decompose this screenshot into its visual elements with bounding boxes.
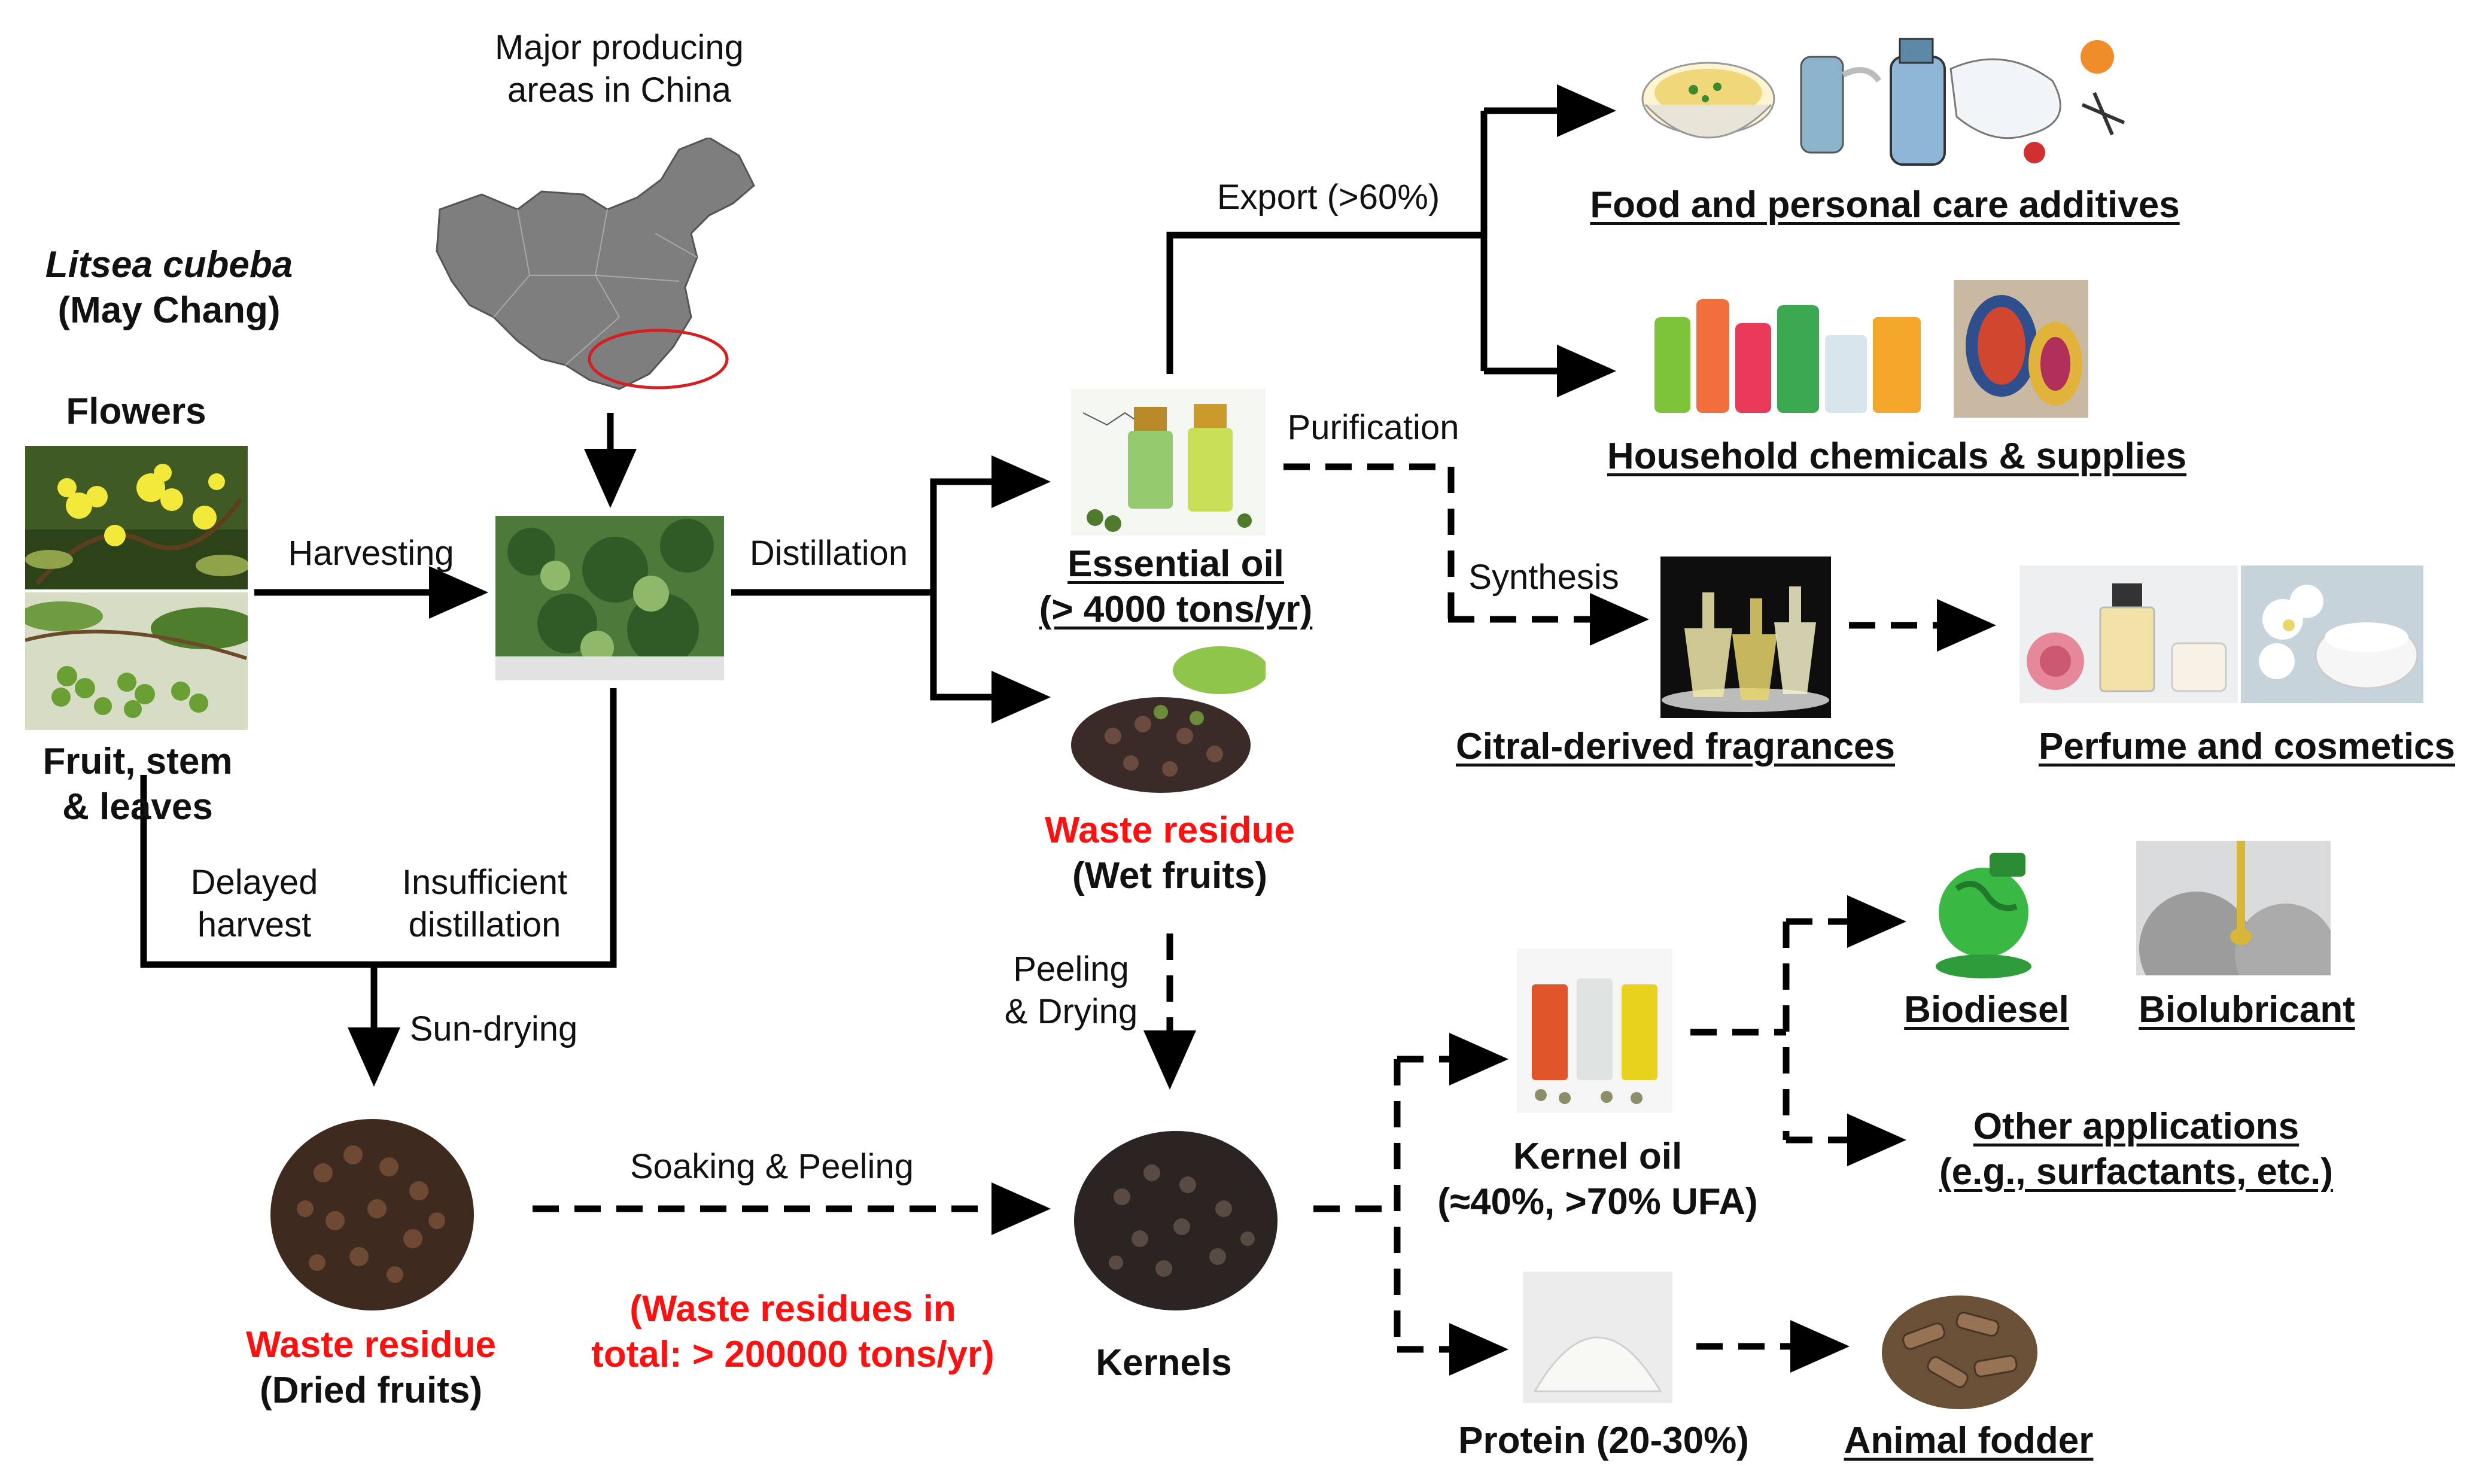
scented-sachets-photo xyxy=(1954,280,2088,418)
line-fruit-to-dried xyxy=(140,688,617,968)
fruit-stem-leaves-label: Fruit, stem & leaves xyxy=(42,741,233,828)
biolubricant-label: Biolubricant xyxy=(2139,989,2355,1030)
citral-fragrances-label: Citral-derived fragrances xyxy=(1456,726,1895,767)
step-delayed-harvest: Delayed harvest xyxy=(190,863,318,944)
citral-fragrances-photo xyxy=(1660,556,1831,718)
kernels-label: Kernels xyxy=(1096,1342,1232,1383)
insect-repellent-illustration xyxy=(1885,33,2136,171)
step-insufficient-distillation: Insufficient distillation xyxy=(402,863,568,944)
step-soaking-peeling: Soaking & Peeling xyxy=(630,1147,914,1186)
cosmetics-photo xyxy=(2241,565,2423,703)
plant-common-name: (May Chang) xyxy=(57,289,281,331)
waste-residue-wet-label: Waste residue (Wet fruits) xyxy=(1044,810,1295,896)
kernel-oil-photo xyxy=(1517,948,1672,1113)
household-chemicals-label: Household chemicals & supplies xyxy=(1607,436,2187,477)
china-map xyxy=(428,138,763,407)
arrow-distill-to-wet xyxy=(930,592,1051,723)
step-harvesting: Harvesting xyxy=(288,534,454,573)
step-distillation: Distillation xyxy=(749,534,908,573)
biolubricant-illustration xyxy=(2136,841,2331,975)
household-chemicals-photo xyxy=(1648,281,1930,419)
plant-name-block: Litsea cubeba (May Chang) xyxy=(12,242,326,333)
kernels-photo xyxy=(1068,1113,1283,1316)
food-additives-label: Food and personal care additives xyxy=(1590,184,2180,226)
biodiesel-illustration xyxy=(1933,841,2037,981)
map-title: Major producing areas in China xyxy=(495,28,744,110)
other-applications-label: Other applications (e.g., surfactants, e… xyxy=(1939,1106,2334,1193)
dashed-purification xyxy=(1283,463,1455,619)
biodiesel-label: Biodiesel xyxy=(1904,989,2069,1030)
step-peeling-drying: Peeling & Drying xyxy=(1004,950,1138,1031)
step-purification: Purification xyxy=(1287,408,1459,447)
perfume-cosmetics-label: Perfume and cosmetics xyxy=(2038,726,2456,767)
fruit-stem-leaves-photo xyxy=(25,592,248,730)
step-export: Export (>60%) xyxy=(1216,178,1440,217)
kernel-oil-label: Kernel oil (≈40%, >70% UFA) xyxy=(1437,1136,1758,1223)
dried-fruits-photo xyxy=(263,1101,482,1316)
essential-oil-label: Essential oil (> 4000 tons/yr) xyxy=(1039,543,1313,630)
step-sun-drying: Sun-drying xyxy=(409,1009,578,1048)
wet-fruits-photo xyxy=(1071,646,1266,793)
food-additives-photo xyxy=(1640,45,1882,165)
protein-label: Protein (20-30%) xyxy=(1458,1420,1749,1461)
waste-residue-dried-label: Waste residue (Dried fruits) xyxy=(245,1324,497,1411)
protein-powder-photo xyxy=(1523,1272,1672,1403)
flowers-photo xyxy=(25,446,248,589)
south-china-highlight xyxy=(588,329,729,390)
line-export xyxy=(1166,232,1484,374)
essential-oil-photo xyxy=(1071,389,1266,536)
animal-fodder-photo xyxy=(1879,1269,2040,1415)
waste-total-label: (Waste residues in total: > 200000 tons/… xyxy=(591,1288,994,1375)
step-synthesis: Synthesis xyxy=(1468,558,1619,597)
fresh-fruit-pile-photo xyxy=(495,516,724,680)
animal-fodder-label: Animal fodder xyxy=(1844,1420,2094,1461)
perfume-photo xyxy=(2019,565,2238,703)
flowers-label: Flowers xyxy=(66,391,206,432)
plant-latin-name: Litsea cubeba xyxy=(45,244,293,285)
